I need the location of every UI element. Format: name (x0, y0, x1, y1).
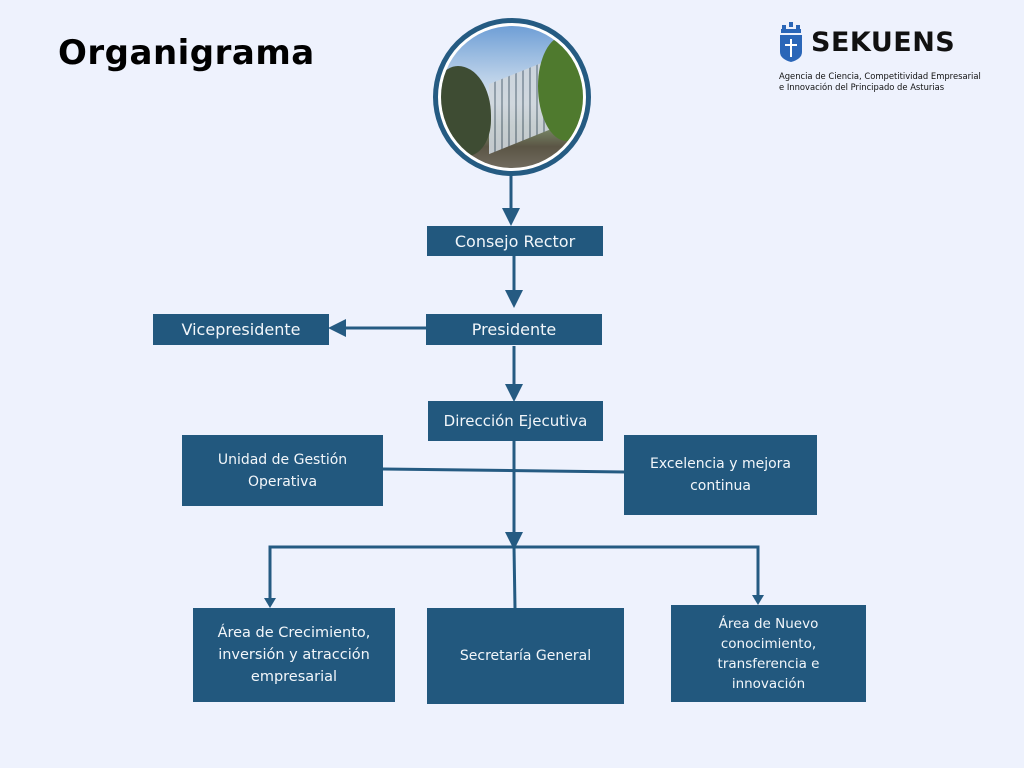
arrowhead-nuevo (752, 595, 764, 605)
node-label-line: continua (690, 478, 751, 494)
node-label: Consejo Rector (454, 231, 576, 251)
node-label-line: transferencia e (717, 655, 820, 672)
node-label-line: Área de Nuevo (718, 615, 819, 632)
logo-subtitle-line: Agencia de Ciencia, Competitividad Empre… (779, 71, 981, 81)
logo-subtitle: Agencia de Ciencia, Competitividad Empre… (779, 71, 1009, 93)
node-label-line: Área de Crecimiento, (217, 625, 371, 641)
node-excelencia-mejora[interactable]: Excelencia y mejora continua (624, 435, 817, 515)
node-label: Presidente (471, 320, 557, 339)
building-photo (433, 18, 591, 176)
node-label-line: conocimiento, (720, 635, 817, 652)
node-area-nuevo-conocimiento[interactable]: Área de Nuevo conocimiento, transferenci… (671, 605, 866, 702)
node-direccion-ejecutiva[interactable]: Dirección Ejecutiva (428, 401, 603, 441)
node-label-line: innovación (731, 675, 806, 692)
node-label-line: empresarial (250, 669, 338, 685)
node-unidad-gestion-operativa[interactable]: Unidad de Gestión Operativa (182, 435, 383, 506)
connector-to-secretaria (512, 546, 517, 609)
connector-side-units (382, 467, 626, 474)
node-label: Dirección Ejecutiva (443, 412, 588, 430)
node-label: Vicepresidente (181, 320, 301, 339)
node-label: Secretaría General (459, 648, 592, 664)
node-label-line: Operativa (247, 473, 318, 490)
logo-subtitle-line: e Innovación del Principado de Asturias (779, 82, 945, 92)
node-label-line: inversión y atracción (218, 647, 370, 663)
arrowhead-crecimiento (264, 598, 276, 608)
node-label-line: Excelencia y mejora (650, 456, 791, 472)
logo-name: SEKUENS (811, 26, 956, 58)
node-presidente[interactable]: Presidente (426, 314, 602, 345)
page-title: Organigrama (58, 33, 315, 73)
sekuens-logo: SEKUENS Agencia de Ciencia, Competitivid… (779, 22, 1009, 93)
node-area-crecimiento[interactable]: Área de Crecimiento, inversión y atracci… (193, 608, 395, 702)
node-secretaria-general[interactable]: Secretaría General (427, 608, 624, 704)
asturias-cross-shield-icon (780, 22, 802, 62)
node-label-line: Unidad de Gestión (217, 451, 348, 468)
node-vicepresidente[interactable]: Vicepresidente (153, 314, 329, 345)
tree-right (538, 36, 583, 141)
node-consejo-rector[interactable]: Consejo Rector (427, 226, 603, 256)
